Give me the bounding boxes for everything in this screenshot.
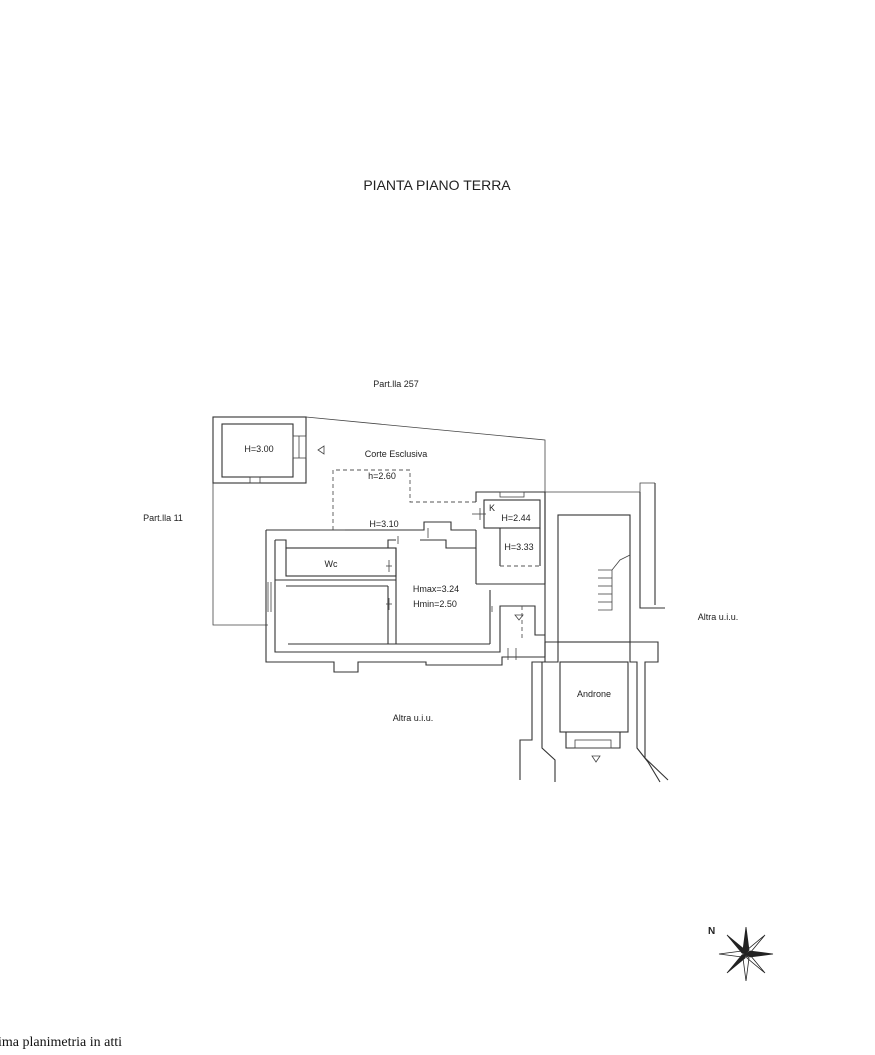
entrance-arrow-icon: [317, 445, 325, 455]
other-unit-label: Altra u.i.u.: [393, 713, 434, 723]
main-dwelling: [265, 521, 545, 673]
compass-rose-icon: N: [708, 926, 774, 982]
court-label: Corte Esclusiva: [365, 449, 428, 459]
entrance-arrow-icon: [514, 614, 524, 621]
other-unit-label: Altra u.i.u.: [698, 612, 739, 622]
footer-note: ima planimetria in atti: [0, 1035, 122, 1050]
stairwell: [544, 483, 665, 657]
kitchen-label: K: [489, 503, 495, 513]
storage-room: [212, 416, 325, 484]
canopy-outline: [332, 469, 476, 530]
wc-label: Wc: [325, 559, 338, 569]
androne-hall: [519, 641, 669, 783]
height-min-label: Hmin=2.50: [413, 599, 457, 609]
height-label: H=2.44: [501, 513, 530, 523]
parcel-11-label: Part.lla 11: [143, 513, 183, 523]
height-label: H=3.10: [369, 519, 398, 529]
entrance-arrow-icon: [591, 755, 601, 763]
north-label: N: [708, 926, 715, 937]
height-max-label: Hmax=3.24: [413, 584, 459, 594]
court-boundary: [212, 416, 655, 626]
height-label: H=3.00: [244, 444, 273, 454]
height-label: H=3.33: [504, 542, 533, 552]
plan-title: PIANTA PIANO TERRA: [363, 177, 511, 193]
height-label: h=2.60: [368, 471, 396, 481]
parcel-257-label: Part.lla 257: [373, 379, 419, 389]
androne-label: Androne: [577, 689, 611, 699]
